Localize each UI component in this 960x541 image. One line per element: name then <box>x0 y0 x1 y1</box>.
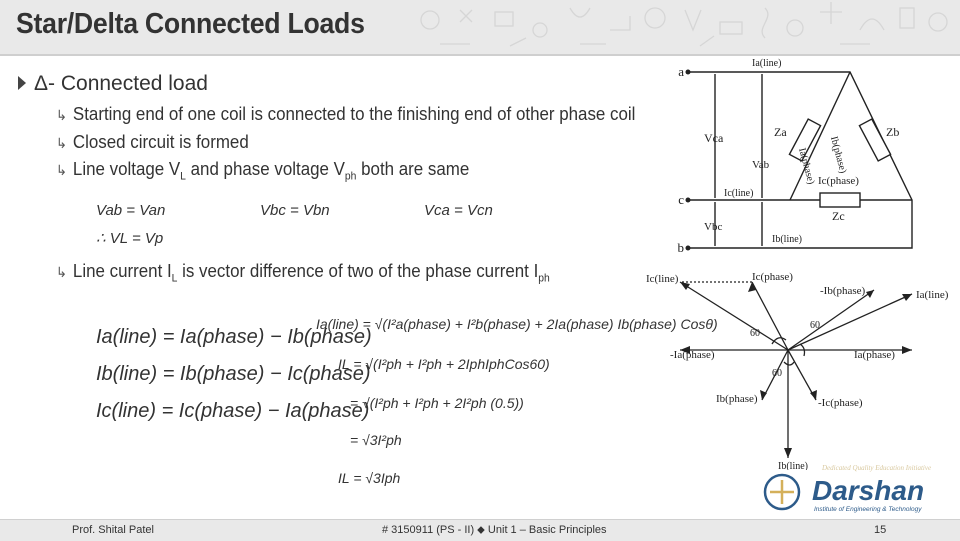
eq-ic-line: Ic(line) = Ic(phase) − Ia(phase) <box>96 400 370 422</box>
eq-ib-line: Ib(line) = Ib(phase) − Ic(phase) <box>96 363 371 385</box>
eq-r3: = √(I²ph + I²ph + 2I²ph (0.5)) <box>350 395 524 411</box>
footer-course: # 3150911 (PS - II) ⬥ Unit 1 – Basic Pri… <box>382 524 607 536</box>
doodle-background <box>420 2 948 47</box>
hook-arrow-icon: ↳ <box>56 134 68 151</box>
circuit-voltage-label: Vca <box>704 131 724 145</box>
circuit-current-label: Ic(phase) <box>818 175 859 187</box>
circuit-node-label: a <box>678 64 684 79</box>
phasor-label: Ib(phase) <box>716 393 758 405</box>
eq-ia-line: Ia(line) = Ia(phase) − Ib(phase) <box>96 326 372 348</box>
phasor-label: 60 <box>750 328 760 339</box>
hook-arrow-icon: ↳ <box>56 107 68 123</box>
title-bar: Star/Delta Connected Loads <box>0 0 960 56</box>
bullet-item: ↳Closed circuit is formed <box>56 129 635 157</box>
page-number: 15 <box>874 524 887 536</box>
eq-vca: Vca = Vcn <box>424 202 493 219</box>
darshan-logo: Dedicated Quality Education Initiative D… <box>763 464 931 513</box>
eq-vab: Vab = Van <box>96 202 166 219</box>
circuit-current-label: Ia(line) <box>752 58 781 69</box>
eq-r1: Ia(line) = √(I²a(phase) + I²b(phase) + 2… <box>316 316 718 332</box>
section-heading: Δ- Connected load <box>18 72 208 96</box>
bullet-item: ↳Starting end of one coil is connected t… <box>56 101 635 129</box>
phasor-label: -Ib(phase) <box>820 285 866 297</box>
impedance-label: Zb <box>886 125 899 139</box>
bullet-item: ↳Line current IL is vector difference of… <box>56 261 550 285</box>
circuit-voltage-label: Vbc <box>704 221 722 233</box>
delta-circuit-phasor-diagram: a c b Ia(line) Ic(line) Ib(line) Ia(phas… <box>646 58 949 470</box>
eq-r4: = √3I²ph <box>350 432 402 448</box>
circuit-current-label: Ib(line) <box>772 234 802 245</box>
eq-vbc: Vbc = Vbn <box>260 202 330 219</box>
triangle-bullet-icon <box>18 76 26 90</box>
footer: Prof. Shital Patel # 3150911 (PS - II) ⬥… <box>0 519 960 541</box>
circuit-node-label: c <box>678 192 684 207</box>
hook-arrow-icon: ↳ <box>56 264 68 280</box>
phasor-label: Ia(line) <box>916 289 949 301</box>
eq-r5: IL = √3Iph <box>338 470 401 486</box>
phasor-label: Ia(phase) <box>854 349 895 361</box>
phasor-label: Ic(line) <box>646 273 679 285</box>
heading-text: Δ- Connected load <box>34 72 208 95</box>
footer-author: Prof. Shital Patel <box>72 524 154 536</box>
eq-therefore: ∴ VL = Vp <box>96 230 164 247</box>
impedance-label: Za <box>774 125 787 139</box>
phasor-label: Ib(line) <box>778 461 808 470</box>
circuit-voltage-label: Vab <box>752 159 770 171</box>
eq-r2: IL = √(I²ph + I²ph + 2IphIphCos60) <box>338 356 550 372</box>
circuit-node-label: b <box>678 240 685 255</box>
phasor-label: -Ic(phase) <box>818 397 863 409</box>
svg-text:Dedicated Quality Education In: Dedicated Quality Education Initiative <box>821 464 931 472</box>
phasor-label: Ic(phase) <box>752 271 793 283</box>
slide-title: Star/Delta Connected Loads <box>16 8 365 40</box>
bullet-list: ↳Starting end of one coil is connected t… <box>56 101 672 190</box>
circuit-current-label: Ib(phase) <box>828 135 848 174</box>
circuit-current-label: Ic(line) <box>724 188 753 199</box>
hook-arrow-icon: ↳ <box>56 162 68 178</box>
svg-text:Darshan: Darshan <box>812 475 924 506</box>
impedance-label: Zc <box>832 209 845 223</box>
bullet-item: ↳Line voltage VL and phase voltage Vph b… <box>56 159 470 183</box>
phasor-label: -Ia(phase) <box>670 349 715 361</box>
phasor-label: 60 <box>772 368 782 379</box>
svg-text:Institute of Engineering & Tec: Institute of Engineering & Technology <box>814 506 922 513</box>
phasor-label: 60 <box>810 320 820 331</box>
